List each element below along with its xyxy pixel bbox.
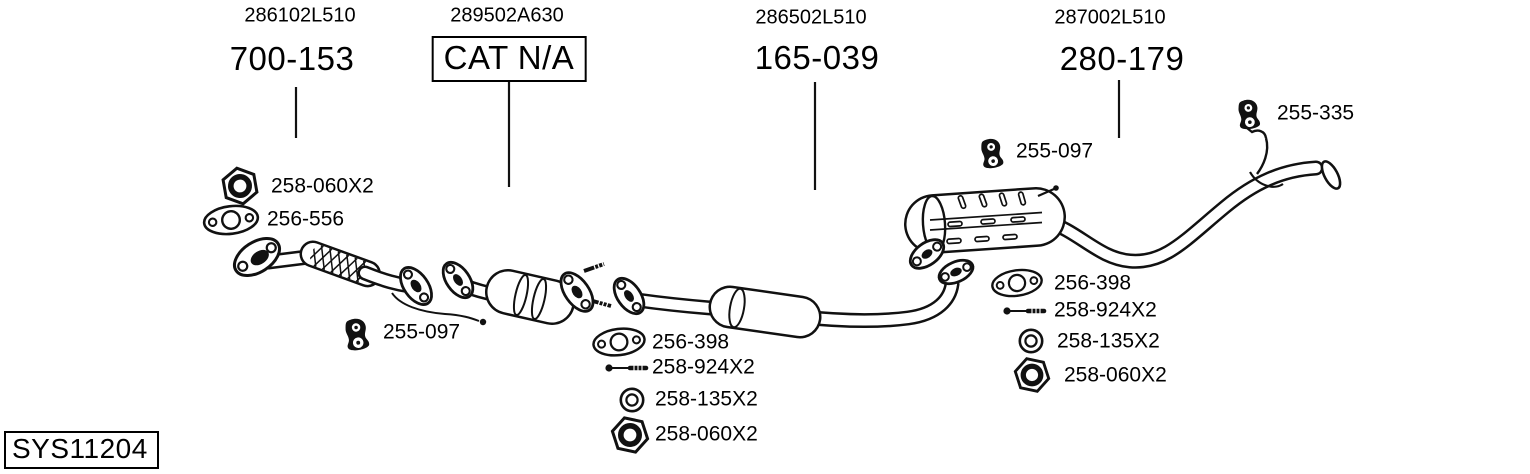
rubber-hanger-icon xyxy=(979,137,1004,170)
part-number-label: 286102L510 xyxy=(244,4,356,27)
part-number-label: 286502L510 xyxy=(755,6,867,29)
sensor-wire-tip xyxy=(479,318,487,326)
centre-pipe-inlet-flange xyxy=(612,276,646,316)
centre-pipe-drawing xyxy=(612,258,975,339)
catalytic-converter-drawing xyxy=(441,260,612,325)
callout-label-front-gasket: 256-556 xyxy=(267,207,345,231)
callout-label-center-gasket: 256-398 xyxy=(652,330,730,354)
washer-icon xyxy=(1018,328,1044,354)
centre-pipe-outlet-flange xyxy=(937,258,975,286)
cat-na-code-box: CAT N/A xyxy=(431,36,587,82)
catalyst-inlet-flange xyxy=(441,260,475,300)
gasket-icon xyxy=(201,201,261,239)
bolt-icon xyxy=(605,364,647,371)
hex-nut-icon xyxy=(1012,357,1052,393)
callout-label-front-hanger: 255-097 xyxy=(383,320,461,344)
leader-lines xyxy=(294,80,1121,190)
assembly-code-label: 165-039 xyxy=(754,39,880,76)
bolt-icon xyxy=(1003,307,1045,314)
hex-nut-icon xyxy=(217,164,264,207)
diagram-id-box: SYS11204 xyxy=(4,431,159,469)
assembly-code-label: 280-179 xyxy=(1059,40,1185,77)
part-number-label: 289502A630 xyxy=(450,4,564,27)
part-number-label: 287002L510 xyxy=(1054,6,1166,29)
rear-muffler-drawing xyxy=(904,127,1342,270)
front-pipe-drawing xyxy=(232,236,487,326)
muffler-inlet-flange xyxy=(908,238,946,270)
tail-pipe-tip xyxy=(1320,160,1342,190)
callout-label-rear-washer: 258-135X2 xyxy=(1057,329,1160,353)
hex-nut-icon xyxy=(609,416,651,454)
muffler-shell-ribs xyxy=(929,191,1043,245)
callout-label-center-washer: 258-135X2 xyxy=(655,387,758,411)
callout-label-center-nut: 258-060X2 xyxy=(655,422,758,446)
front-pipe-inlet-flange xyxy=(232,236,282,278)
assembly-code-label: 700-153 xyxy=(229,40,355,77)
tail-pipe-hanger-rod xyxy=(1246,127,1284,188)
gasket-icon xyxy=(590,324,648,360)
callout-label-front-nut: 258-060X2 xyxy=(271,174,374,198)
callout-label-muffler-hanger: 255-097 xyxy=(1016,139,1094,163)
front-pipe-outlet-flange xyxy=(399,266,433,306)
callout-label-tail-hanger: 255-335 xyxy=(1277,101,1355,125)
rubber-hanger-icon xyxy=(343,317,370,352)
rubber-hanger-icon xyxy=(1237,98,1261,130)
washer-icon xyxy=(619,387,645,413)
callout-label-rear-nut: 258-060X2 xyxy=(1064,363,1167,387)
callout-label-rear-gasket: 256-398 xyxy=(1054,271,1132,295)
catalyst-outlet-flange xyxy=(559,271,595,313)
callout-label-rear-bolt: 258-924X2 xyxy=(1054,298,1157,322)
callout-label-center-bolt: 258-924X2 xyxy=(652,355,755,379)
gasket-icon xyxy=(989,265,1045,301)
